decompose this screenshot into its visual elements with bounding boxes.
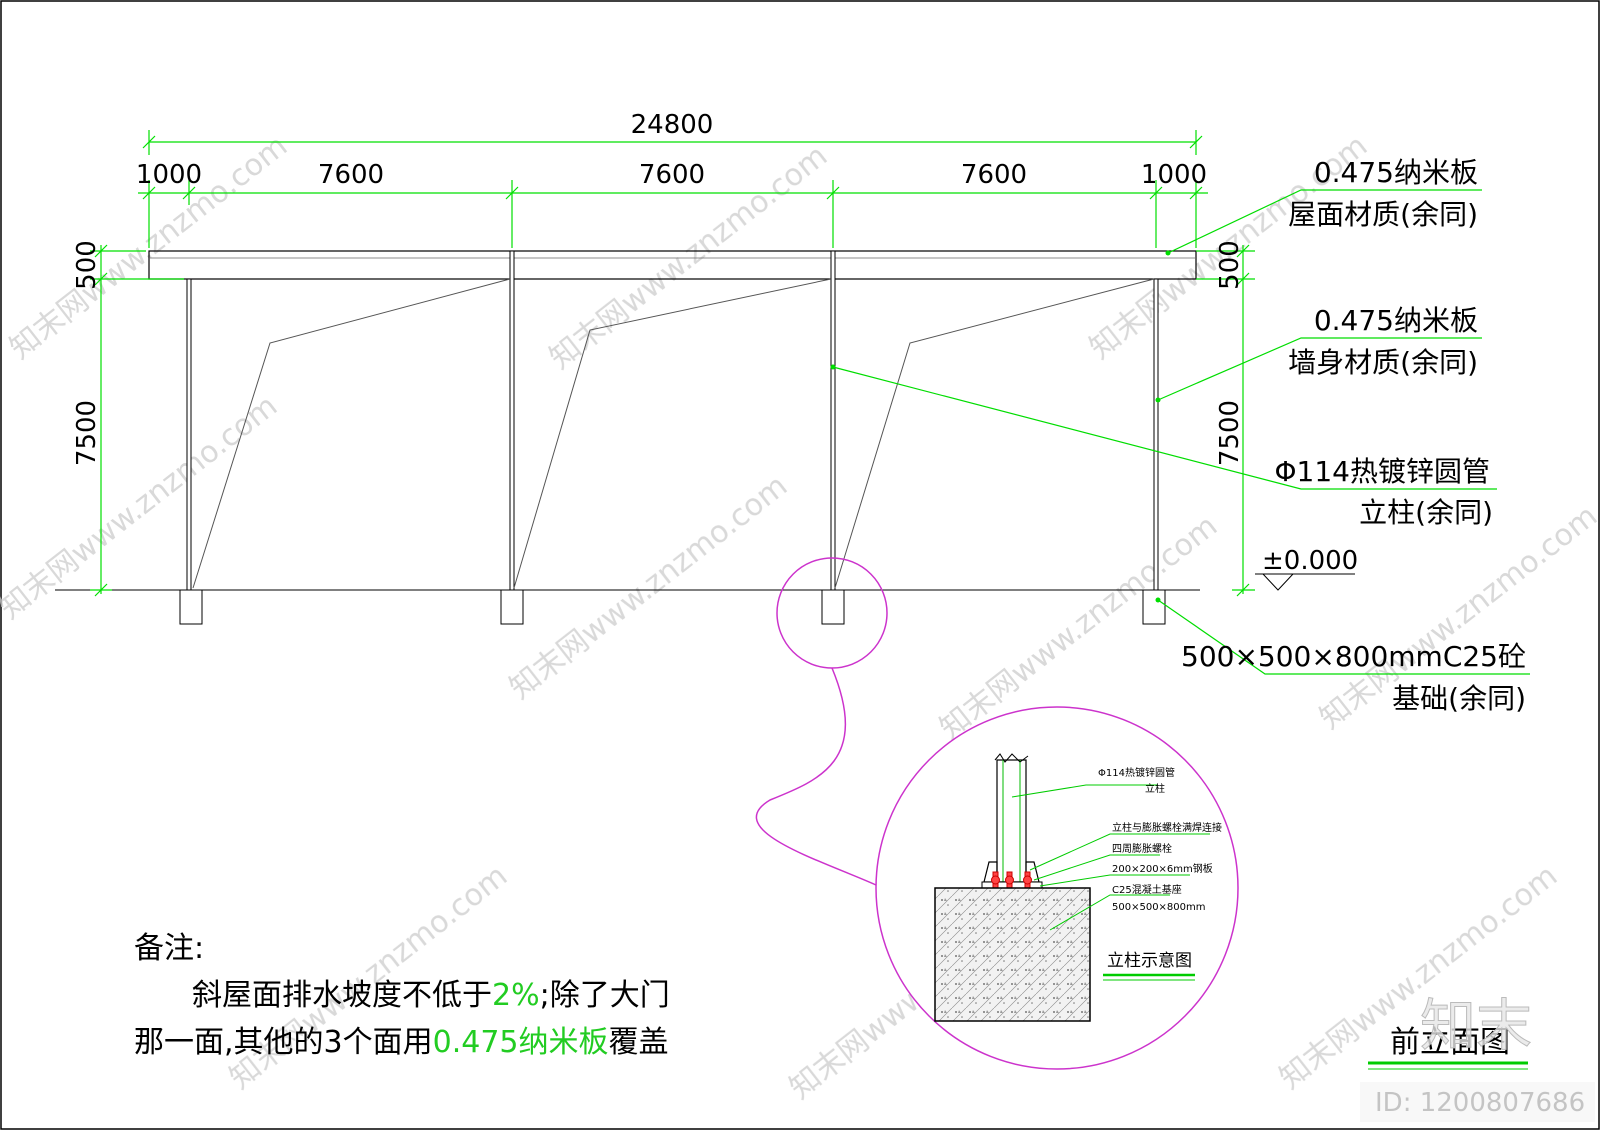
notes: 备注: 斜屋面排水坡度不低于2%;除了大门 那一面,其他的3个面用0.475纳米… [134,931,670,1060]
detail-label: 立柱与膨胀螺栓满焊连接 [1112,821,1222,834]
watermark-text: 知末网www.znzmo.com [0,388,284,626]
label-foundation-line2: 基础(余同) [1392,682,1526,715]
dim-height-right: 7500 [1215,400,1245,466]
foundation-block [179,589,203,625]
panel-diagonals [192,278,1155,589]
top-dimension-texts: 24800 1000 7600 7600 7600 1000 [136,110,1207,190]
leader-wall [1157,337,1482,401]
column [830,250,836,591]
dim-roof-right: 500 [1215,240,1245,290]
right-dimensions [1196,244,1255,597]
level-mark: ±0.000 [1255,546,1358,591]
dim-segment: 7600 [318,160,384,190]
panel-diagonal [192,278,511,589]
label-column-line1: Φ114热镀锌圆管 [1275,455,1490,488]
detail-label: 500×500×800mm [1112,902,1206,913]
detail-title: 立柱示意图 [1107,951,1192,971]
roof-panel [148,250,1197,280]
watermark-layer: 知末网www.znzmo.com 知末网www.znzmo.com 知末网www… [0,128,1600,1106]
label-column-line2: 立柱(余同) [1359,496,1493,529]
label-wall-line2: 墙身材质(余同) [1288,346,1478,379]
column [509,250,515,591]
detail-label: 四周膨胀螺栓 [1112,842,1172,855]
dim-roof-left: 500 [72,240,102,290]
label-roof-line1: 0.475纳米板 [1314,156,1478,189]
notes-heading: 备注: [134,931,204,966]
label-wall-line1: 0.475纳米板 [1314,304,1478,337]
watermark-text: 知末网www.znzmo.com [503,468,794,706]
notes-line1: 斜屋面排水坡度不低于2%;除了大门 [192,978,670,1013]
leader-column [832,366,1497,490]
foundations [179,589,1166,625]
leader-foundation [1157,599,1530,675]
dim-segment: 7600 [639,160,705,190]
watermark-text: 知末网www.znzmo.com [1273,858,1564,1096]
dim-segment: 7600 [961,160,1027,190]
panel-diagonal [834,278,1155,589]
left-dimensions [90,244,184,597]
detail-label: 立柱 [1145,782,1165,795]
level-mark-text: ±0.000 [1262,546,1358,576]
detail-column [996,759,1027,883]
leaders [832,189,1530,675]
detail-texts: Φ114热镀锌圆管 立柱 立柱与膨胀螺栓满焊连接 四周膨胀螺栓 200×200×… [1098,766,1222,913]
column [1153,278,1159,591]
columns [186,250,1159,591]
detail-leaders [1011,784,1210,931]
foundation-block [500,589,524,625]
panel-diagonal [513,278,832,589]
detail-label: 200×200×6mm钢板 [1112,862,1213,875]
callout-labels: 0.475纳米板 屋面材质(余同) 0.475纳米板 墙身材质(余同) Φ114… [1181,156,1526,715]
detail-callout-connector [755,667,877,886]
column-detail: Φ114热镀锌圆管 立柱 立柱与膨胀螺栓满焊连接 四周膨胀螺栓 200×200×… [875,706,1239,1070]
leader-roof [1167,189,1482,254]
view-title: 前立面图 [1390,1025,1510,1060]
watermark-logo: 知末 [1420,994,1532,1059]
top-dimensions [138,130,1208,248]
watermark-id: ID: 1200807686 [1375,1088,1585,1118]
detail-label: C25混凝土基座 [1112,883,1182,896]
foundation-block [1142,589,1166,625]
dim-height-left: 7500 [72,400,102,466]
label-roof-line2: 屋面材质(余同) [1288,198,1478,231]
dim-segment: 1000 [1141,160,1207,190]
column [186,278,192,591]
dim-segment: 1000 [136,160,202,190]
foundation-block [821,589,845,625]
notes-line2: 那一面,其他的3个面用0.475纳米板覆盖 [134,1025,669,1060]
detail-label: Φ114热镀锌圆管 [1098,766,1175,779]
label-foundation-line1: 500×500×800mmC25砼 [1181,640,1526,673]
dim-overall: 24800 [631,110,714,140]
detail-concrete-base [934,887,1091,1022]
